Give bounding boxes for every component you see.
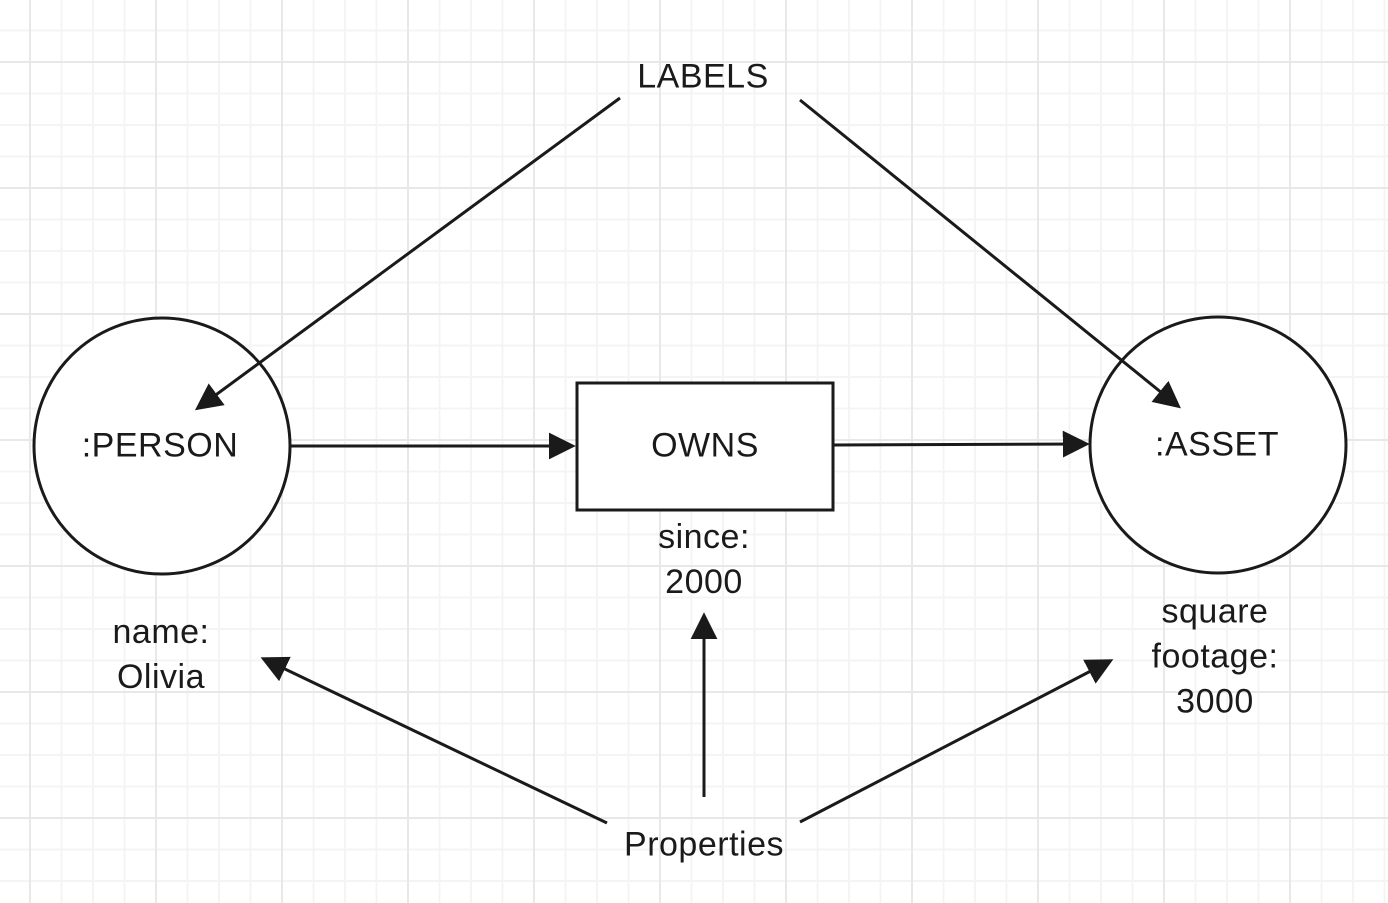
labels-to-asset-arrow [799, 98, 1181, 409]
asset-property-text: square footage: 3000 [1151, 592, 1279, 721]
labels-title: LABELS [637, 57, 769, 96]
person-node-label: :PERSON [81, 426, 239, 465]
relationship-property-text: since: 2000 [658, 518, 750, 601]
asset-node-label: :ASSET [1155, 425, 1279, 464]
owns-relationship-box [575, 381, 835, 512]
owns-to-asset-arrow [832, 430, 1090, 458]
properties-to-sqft-arrow [799, 659, 1114, 824]
properties-title: Properties [624, 825, 784, 864]
properties-to-name-arrow [260, 656, 608, 825]
person-property-text: name: Olivia [112, 613, 210, 696]
owns-relationship-label: OWNS [651, 426, 759, 465]
labels-to-person-arrow [194, 96, 621, 411]
